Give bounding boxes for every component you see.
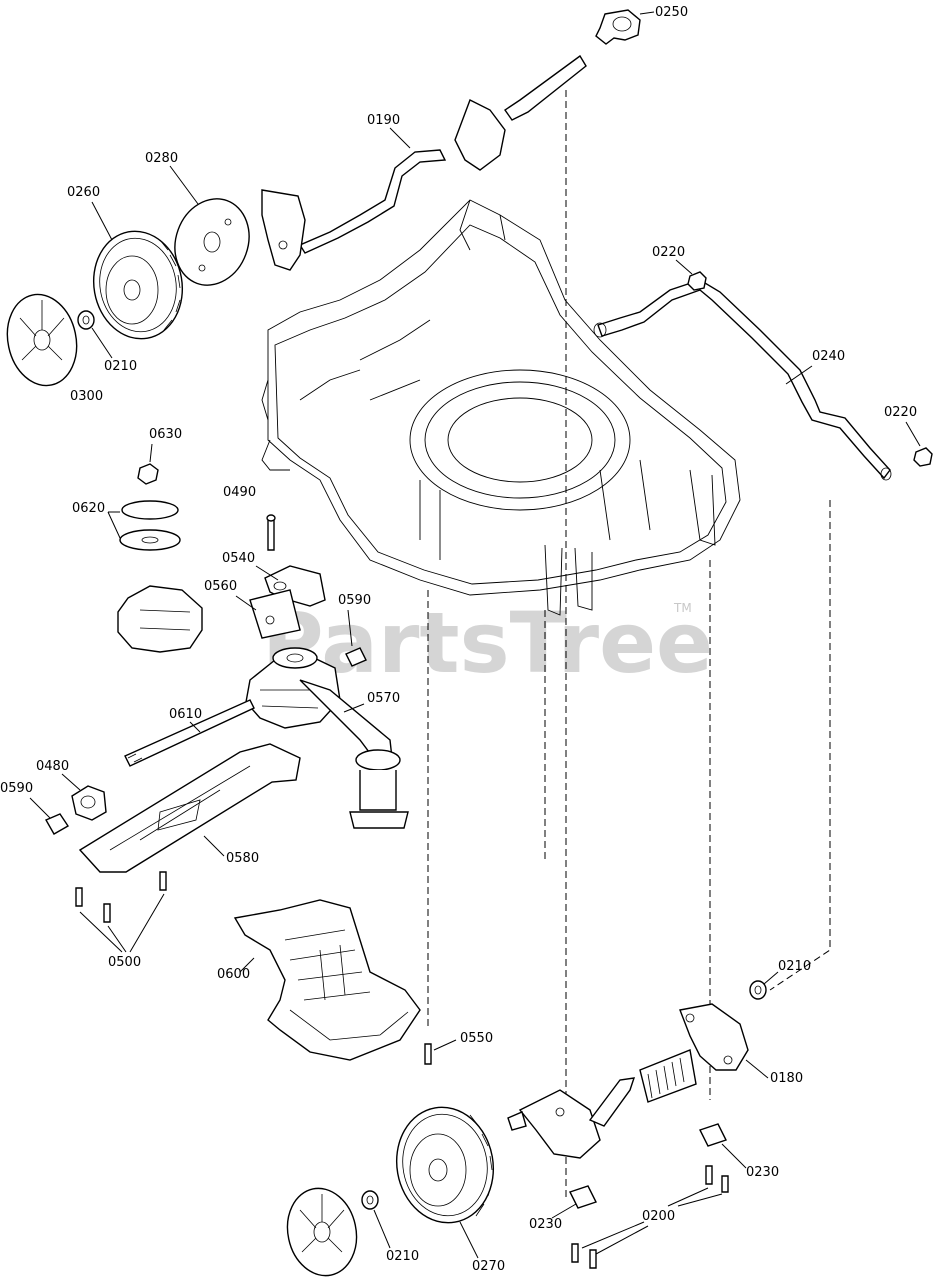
callout-0260: 0260 bbox=[67, 185, 100, 200]
part-0590-bushing-b bbox=[45, 813, 69, 835]
mower-deck-outline bbox=[261, 199, 741, 616]
callout-0620: 0620 bbox=[72, 501, 105, 516]
callout-0210-b: 0210 bbox=[778, 959, 811, 974]
part-0230-clip-a bbox=[699, 1123, 727, 1147]
callout-0210-a: 0210 bbox=[104, 359, 137, 374]
callout-0590-a: 0590 bbox=[338, 593, 371, 608]
callout-0230-a: 0230 bbox=[746, 1165, 779, 1180]
callout-0580: 0580 bbox=[226, 851, 259, 866]
part-0260-rear-wheel bbox=[92, 230, 184, 340]
part-0220-nut-a bbox=[687, 271, 707, 291]
part-0190-height-lever bbox=[261, 54, 587, 271]
callout-0230-b: 0230 bbox=[529, 1217, 562, 1232]
part-0280-wheel-disc bbox=[174, 198, 250, 286]
part-0570-belt bbox=[299, 679, 409, 829]
part-0300-wheel-cover bbox=[6, 293, 78, 387]
callout-0630: 0630 bbox=[149, 427, 182, 442]
callout-0550: 0550 bbox=[460, 1031, 493, 1046]
part-0590-bushing-a bbox=[345, 647, 367, 667]
callout-0240: 0240 bbox=[812, 349, 845, 364]
part-0240-rod bbox=[593, 279, 892, 481]
part-0220-nut-b bbox=[913, 447, 933, 467]
callout-0610: 0610 bbox=[169, 707, 202, 722]
callout-0500: 0500 bbox=[108, 955, 141, 970]
part-0210-washer-right bbox=[749, 980, 767, 1000]
part-0270-front-wheel bbox=[395, 1106, 495, 1224]
callout-0490: 0490 bbox=[223, 485, 256, 500]
alignment-lines bbox=[427, 90, 831, 1200]
watermark-trademark: TM bbox=[673, 601, 692, 615]
part-0210-washer bbox=[77, 310, 95, 330]
part-gearbox-upper bbox=[117, 585, 203, 653]
part-0230-clip-b bbox=[569, 1185, 597, 1209]
part-0500-screws bbox=[75, 871, 167, 923]
callout-0250: 0250 bbox=[655, 5, 688, 20]
callout-0190: 0190 bbox=[367, 113, 400, 128]
part-transmission bbox=[245, 647, 341, 729]
part-0560-plate bbox=[249, 589, 301, 639]
callout-0600: 0600 bbox=[217, 967, 250, 982]
part-0210-washer-front bbox=[361, 1190, 379, 1210]
part-front-wheel-cover bbox=[286, 1187, 358, 1277]
part-0250-knob bbox=[595, 9, 641, 45]
part-0550-screw bbox=[424, 1043, 432, 1065]
part-0610-shaft bbox=[124, 699, 255, 767]
part-0580-bracket bbox=[78, 743, 301, 873]
callout-0480: 0480 bbox=[36, 759, 69, 774]
part-0600-shield bbox=[233, 899, 421, 1061]
callout-0200: 0200 bbox=[642, 1209, 675, 1224]
callout-0590-b: 0590 bbox=[0, 781, 33, 796]
callout-0220-a: 0220 bbox=[652, 245, 685, 260]
callout-0560: 0560 bbox=[204, 579, 237, 594]
part-0490-screw bbox=[266, 514, 276, 551]
callout-0220-b: 0220 bbox=[884, 405, 917, 420]
watermark-logo: PartsTree bbox=[262, 594, 713, 692]
callout-0540: 0540 bbox=[222, 551, 255, 566]
part-0480-bearing bbox=[71, 785, 107, 821]
callout-0300: 0300 bbox=[70, 389, 103, 404]
part-0200-screws bbox=[571, 1165, 729, 1269]
callout-0280: 0280 bbox=[145, 151, 178, 166]
callout-0180: 0180 bbox=[770, 1071, 803, 1086]
callout-0270: 0270 bbox=[472, 1259, 505, 1274]
callout-0210-c: 0210 bbox=[386, 1249, 419, 1264]
callout-0570: 0570 bbox=[367, 691, 400, 706]
part-0630-nut bbox=[137, 463, 159, 485]
part-0180-axle-assembly bbox=[507, 1003, 749, 1159]
part-0620-pulley bbox=[119, 500, 181, 551]
